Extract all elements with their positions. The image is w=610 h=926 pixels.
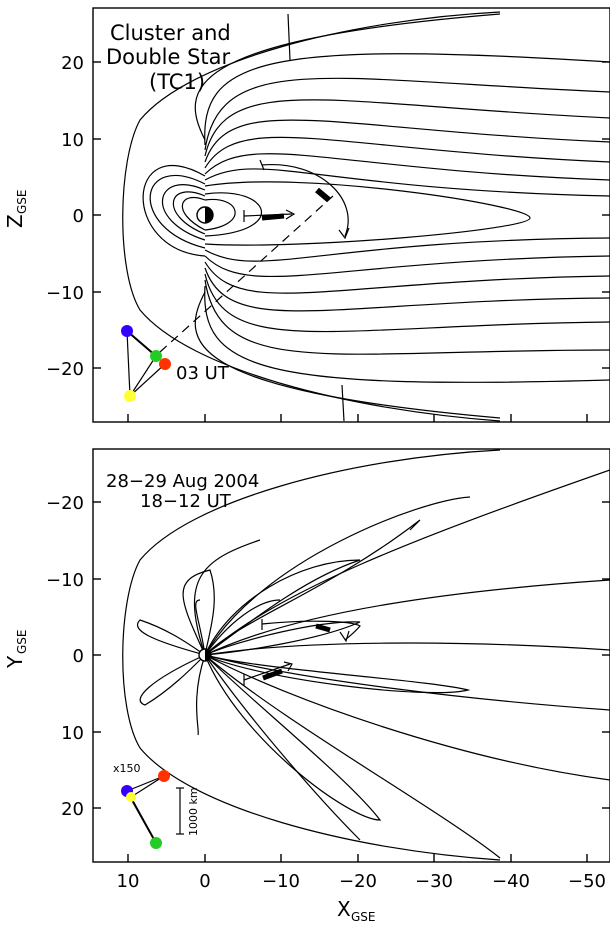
bottom-scale-factor: x150 — [113, 762, 141, 775]
top-y-tick-0: 0 — [73, 206, 84, 227]
bottom-y-axis-label: Y GSE — [3, 630, 29, 670]
top-tetrahedron — [121, 325, 171, 402]
top-tc1-orbit-start — [259, 159, 265, 171]
bottom-tc1-position — [315, 623, 331, 633]
top-sc-c2 — [150, 350, 162, 362]
top-y-axis-label: Z GSE — [3, 190, 29, 229]
bottom-y-axis-subscript: GSE — [15, 630, 29, 655]
top-tc1-orbit-arrow — [338, 227, 350, 240]
bottom-earth-night — [205, 649, 211, 661]
top-title-line1: Cluster and — [110, 21, 231, 45]
bottom-field-lines — [137, 469, 610, 859]
x-tick-neg20: −20 — [339, 871, 377, 892]
x-tick-neg10: −10 — [262, 871, 300, 892]
x-axis: 10 0 −10 −20 −30 −40 −50 X GSE — [117, 414, 606, 924]
top-y-tick-neg20: −20 — [46, 359, 84, 380]
bottom-y-tick-neg10: −10 — [46, 570, 84, 591]
bottom-date-line2: 18−12 UT — [140, 491, 232, 512]
x-tick-neg30: −30 — [415, 871, 453, 892]
x-ticks — [127, 414, 588, 862]
bottom-y-tick-20: 20 — [61, 799, 84, 820]
top-sc-c4 — [124, 390, 136, 402]
top-sc-c3 — [159, 358, 171, 370]
top-panel: 03 UT Cluster and Double Star (TC1) 20 1… — [3, 7, 610, 423]
bottom-cluster-position — [262, 668, 283, 681]
x-tick-neg50: −50 — [568, 871, 606, 892]
bottom-y-tick-0: 0 — [73, 646, 84, 667]
bottom-sc-c3 — [158, 770, 170, 782]
top-dashed-connector — [159, 195, 334, 353]
bottom-tc1-orbit-arrow — [339, 630, 350, 643]
top-title-line3: (TC1) — [149, 70, 205, 94]
bottom-sc-c2 — [150, 837, 162, 849]
x-tick-neg40: −40 — [492, 871, 530, 892]
top-magnetopause — [122, 11, 501, 422]
top-y-tick-10: 10 — [61, 130, 84, 151]
bottom-tetrahedron — [121, 770, 170, 849]
top-field-lines — [142, 13, 610, 422]
top-y-axis-subscript: GSE — [15, 190, 29, 215]
top-y-tick-neg10: −10 — [46, 283, 84, 304]
top-y-ticks — [93, 61, 610, 369]
bottom-y-ticks — [93, 501, 610, 809]
x-axis-letter: X — [337, 897, 351, 921]
bottom-scale-bar-label: 1000 km — [187, 787, 200, 836]
top-sc-c1 — [121, 325, 133, 337]
top-title-line2: Double Star — [106, 45, 231, 69]
x-tick-10: 10 — [117, 871, 140, 892]
top-earth-night — [205, 207, 213, 223]
x-tick-0: 0 — [199, 871, 210, 892]
x-axis-subscript: GSE — [351, 910, 376, 924]
bottom-cluster-orbit — [243, 663, 291, 681]
bottom-scale-bar — [176, 787, 184, 835]
top-cluster-orbit-arrow — [285, 209, 296, 220]
bottom-y-tick-neg20: −20 — [46, 493, 84, 514]
top-tc1-orbit — [261, 164, 349, 237]
top-y-tick-20: 20 — [61, 53, 84, 74]
bottom-y-axis-letter: Y — [3, 655, 27, 669]
bottom-date-line1: 28−29 Aug 2004 — [106, 471, 259, 492]
top-time-label: 03 UT — [176, 363, 230, 384]
top-tc1-position — [315, 187, 331, 203]
bottom-cluster-orbit-arrow — [283, 661, 293, 672]
bottom-magnetopause — [122, 449, 501, 861]
bottom-scale-bar-text: 1000 km — [187, 787, 200, 836]
bottom-sc-c4 — [126, 792, 136, 802]
bottom-tc1-orbit — [261, 620, 361, 641]
top-cluster-position — [261, 213, 285, 221]
top-y-axis-letter: Z — [3, 214, 27, 228]
bottom-panel: x150 1000 km 28−29 Aug 2004 18−12 UT −20 — [3, 448, 610, 863]
bottom-y-tick-10: 10 — [61, 723, 84, 744]
